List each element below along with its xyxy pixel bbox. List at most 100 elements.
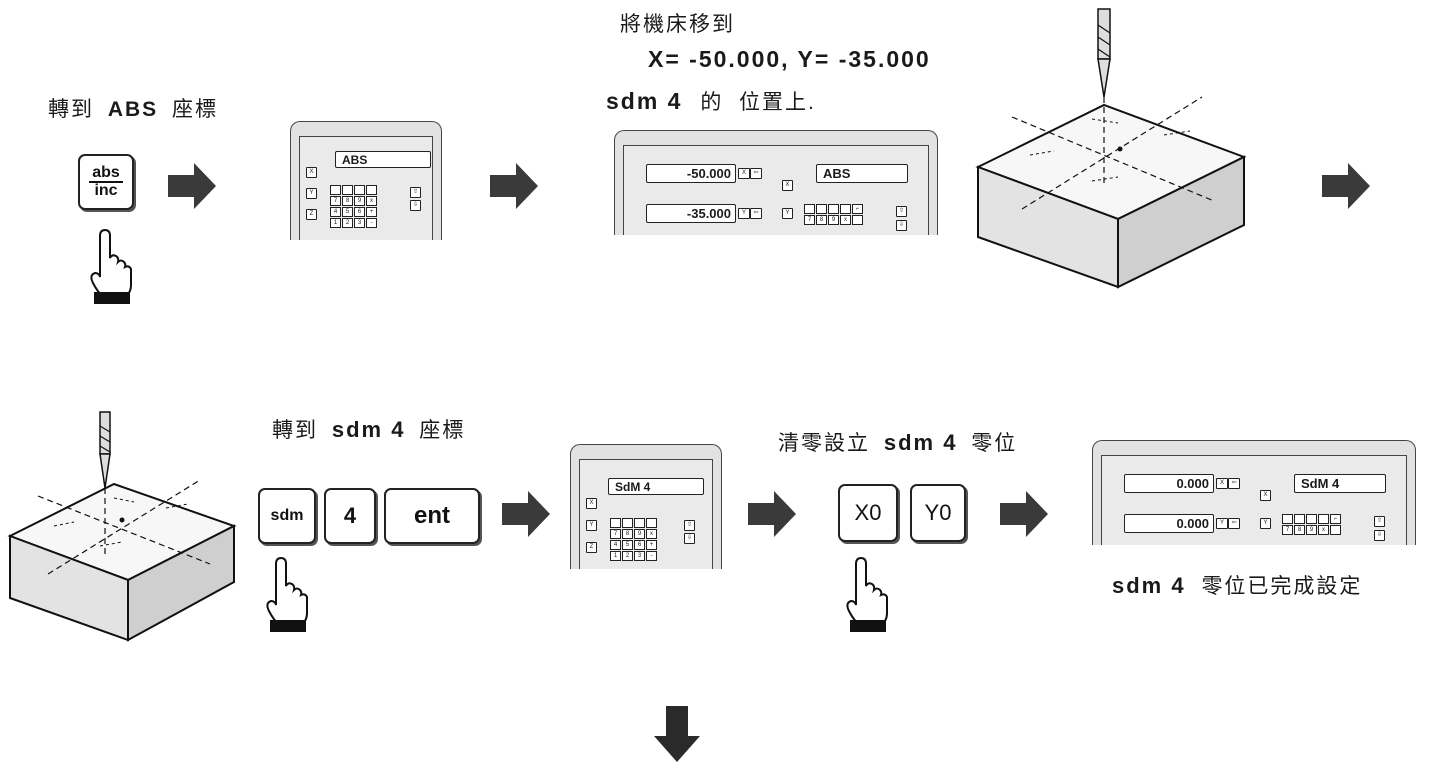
- x-zero-arrow-key[interactable]: ⇦: [750, 168, 762, 179]
- z-axis-key[interactable]: Z: [586, 542, 597, 553]
- down-arrow-key[interactable]: ⇩: [1374, 530, 1385, 541]
- right-arrow-icon: [748, 491, 796, 537]
- y-axis-key[interactable]: Y: [782, 208, 793, 219]
- down-arrow-icon: [654, 706, 700, 762]
- drill-bit-icon: [1097, 8, 1111, 98]
- x-value-text: -50.000: [686, 166, 731, 181]
- y-zero-arrow-key[interactable]: ⇦: [750, 208, 762, 219]
- up-arrow-key[interactable]: ⇧: [410, 187, 421, 198]
- enter-key-label: ent: [414, 502, 450, 529]
- step3-caption-bold: sdm 4: [331, 417, 406, 442]
- x-zero-arrow-key[interactable]: ⇦: [1228, 478, 1240, 489]
- right-arrow-icon: [168, 163, 216, 209]
- up-arrow-key[interactable]: ⇧: [896, 206, 907, 217]
- step4-caption: 清零設立 sdm 4 零位: [778, 427, 1017, 457]
- step1-caption-post: 座標: [172, 98, 219, 121]
- step1-caption-bold: ABS: [107, 98, 159, 121]
- mode-display-text: ABS: [823, 166, 851, 181]
- result-caption-bold: sdm 4: [1112, 573, 1186, 598]
- step1-caption-pre: 轉到: [48, 98, 94, 121]
- y-zero-arrow-key[interactable]: ⇦: [1228, 518, 1240, 529]
- x-axis-key[interactable]: X: [306, 167, 317, 178]
- workpiece-drill-illustration: [7, 411, 237, 642]
- y-value-text: -35.000: [686, 206, 731, 221]
- y-value-text: 0.000: [1176, 516, 1209, 531]
- sdm-key-label: sdm: [270, 507, 304, 524]
- pointing-hand-icon: [846, 556, 888, 632]
- down-arrow-key[interactable]: ⇩: [410, 200, 421, 211]
- result-caption-rest: 零位已完成設定: [1201, 575, 1363, 598]
- step2-line1: 將機床移到: [620, 13, 735, 36]
- right-arrow-icon: [1322, 163, 1370, 209]
- abs-inc-key[interactable]: abs inc: [78, 154, 134, 210]
- pointing-hand-icon: [90, 228, 132, 304]
- y-axis-key[interactable]: Y: [586, 520, 597, 531]
- down-arrow-key[interactable]: ⇩: [684, 533, 695, 544]
- x-zero-key[interactable]: X: [738, 168, 750, 179]
- pointing-hand-icon: [266, 556, 308, 632]
- number-4-key-label: 4: [343, 503, 357, 528]
- drill-bit-icon: [99, 411, 111, 489]
- step1-caption: 轉到 ABS 座標: [48, 93, 218, 123]
- x-value-display: -50.000: [646, 164, 736, 183]
- step4-caption-pre: 清零設立: [778, 432, 870, 455]
- x-value-text: 0.000: [1176, 476, 1209, 491]
- x-axis-key[interactable]: X: [1260, 490, 1271, 501]
- inc-key-label: inc: [94, 182, 118, 199]
- sdm-key[interactable]: sdm: [258, 488, 316, 544]
- y-zero-key[interactable]: Y: [738, 208, 750, 219]
- number-4-key[interactable]: 4: [324, 488, 376, 544]
- step2-line3: sdm 4 的 位置上.: [606, 86, 816, 116]
- x-axis-key[interactable]: X: [782, 180, 793, 191]
- right-arrow-icon: [1000, 491, 1048, 537]
- step4-caption-bold: sdm 4: [883, 430, 958, 455]
- y-axis-key[interactable]: Y: [1260, 518, 1271, 529]
- up-arrow-key[interactable]: ⇧: [1374, 516, 1385, 527]
- dro-display: SdM 4: [608, 478, 704, 495]
- dro-display: ABS: [335, 151, 431, 168]
- step2-line3-rest: 的 位置上.: [700, 91, 816, 114]
- y-zero-key-label: Y0: [924, 500, 952, 525]
- mode-display: SdM 4: [1294, 474, 1386, 493]
- x-axis-key[interactable]: X: [586, 498, 597, 509]
- dro-display-text: ABS: [342, 152, 368, 167]
- step4-caption-post: 零位: [971, 432, 1018, 455]
- x-value-display: 0.000: [1124, 474, 1214, 493]
- up-arrow-key[interactable]: ⇧: [684, 520, 695, 531]
- x-zero-key-label: X0: [854, 500, 882, 525]
- x-zero-key[interactable]: X0: [838, 484, 898, 542]
- step3-caption-post: 座標: [419, 419, 466, 442]
- z-axis-key[interactable]: Z: [306, 209, 317, 220]
- mode-display-text: SdM 4: [1301, 476, 1340, 491]
- y-axis-key[interactable]: Y: [306, 188, 317, 199]
- result-caption: sdm 4 零位已完成設定: [1112, 570, 1362, 600]
- down-arrow-key[interactable]: ⇩: [896, 220, 907, 231]
- step3-caption: 轉到 sdm 4 座標: [272, 414, 465, 444]
- y-zero-key[interactable]: Y0: [910, 484, 966, 542]
- y-value-display: -35.000: [646, 204, 736, 223]
- dro-display-text: SdM 4: [615, 479, 651, 494]
- y-zero-key[interactable]: Y: [1216, 518, 1228, 529]
- right-arrow-icon: [502, 491, 550, 537]
- y-value-display: 0.000: [1124, 514, 1214, 533]
- step2-line3-bold: sdm 4: [606, 88, 683, 114]
- enter-key[interactable]: ent: [384, 488, 480, 544]
- mode-display: ABS: [816, 164, 908, 183]
- x-zero-key[interactable]: X: [1216, 478, 1228, 489]
- workpiece-drill-illustration: [975, 8, 1247, 289]
- step2-line2: X= -50.000, Y= -35.000: [648, 46, 931, 72]
- right-arrow-icon: [490, 163, 538, 209]
- step3-caption-pre: 轉到: [272, 419, 318, 442]
